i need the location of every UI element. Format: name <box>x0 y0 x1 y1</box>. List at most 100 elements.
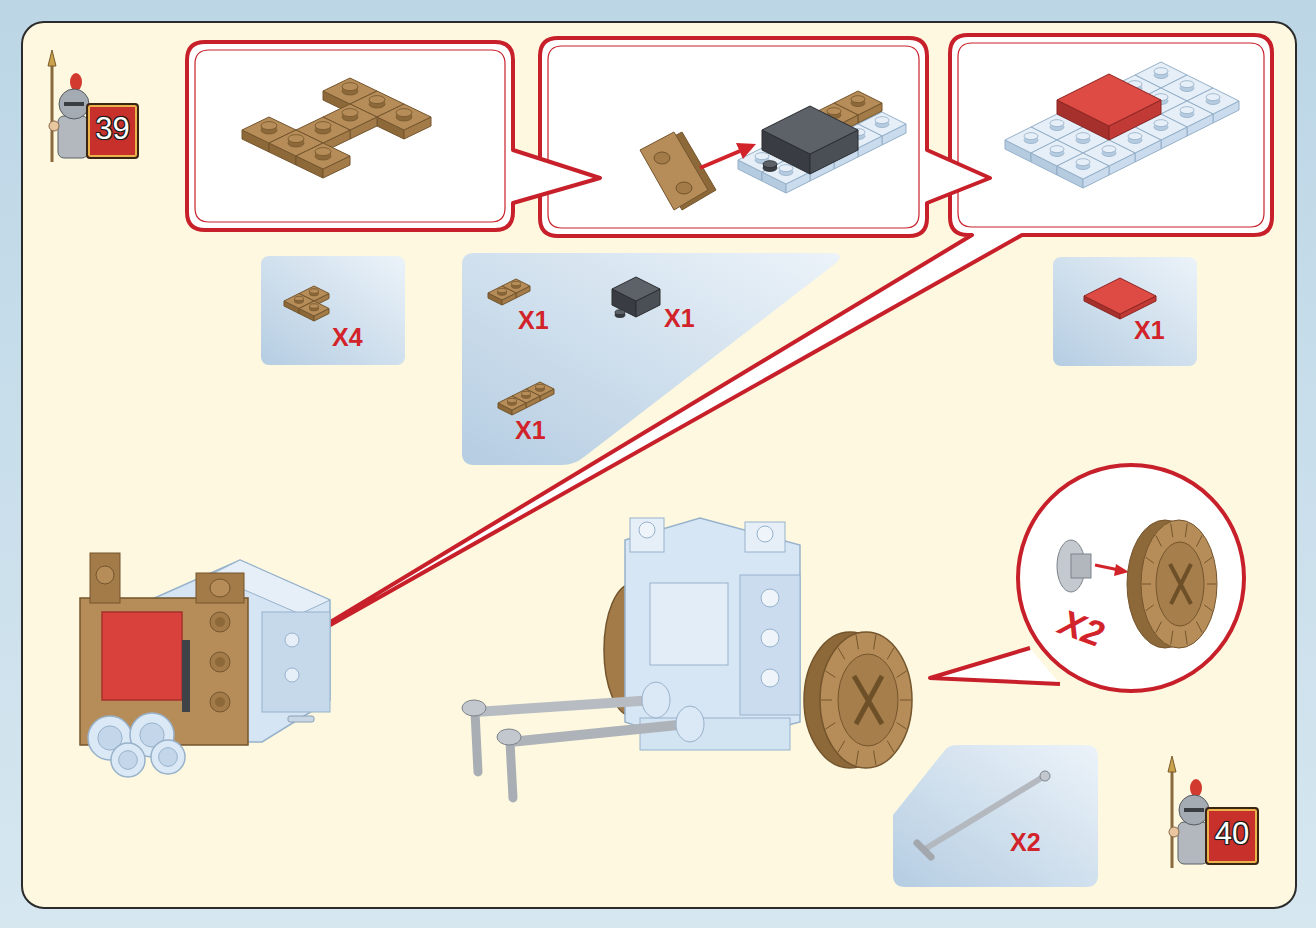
stud-top <box>1076 159 1090 166</box>
stud-top <box>261 122 277 130</box>
stud-top <box>1128 133 1142 140</box>
stud <box>96 566 114 584</box>
brick-top <box>762 106 858 154</box>
lever-handle <box>475 712 478 772</box>
wheel-ridge <box>821 700 832 701</box>
stud-top <box>310 304 319 309</box>
stud <box>285 633 299 647</box>
brick-top <box>1057 153 1109 179</box>
wheel <box>1141 520 1217 648</box>
arrow-head <box>736 143 756 159</box>
lever-sleeve <box>676 706 704 742</box>
wheel-ridge <box>897 723 907 730</box>
callout-inner-line <box>195 50 505 222</box>
knight-plume <box>1190 779 1202 797</box>
wheel-hub <box>1156 542 1204 626</box>
parts-panel: X2 <box>893 745 1098 887</box>
stud <box>210 612 230 632</box>
wheel-ridge <box>1204 557 1212 563</box>
stud-top <box>498 288 507 293</box>
step-number-badge: 39 <box>86 103 139 159</box>
callout-inner-line <box>548 46 919 228</box>
helmet-slit <box>1184 808 1204 812</box>
brick-top <box>1084 278 1156 314</box>
wheel-ridge <box>1185 524 1187 538</box>
stud <box>761 669 779 687</box>
stud-top <box>1050 146 1064 153</box>
tan-post <box>196 573 244 603</box>
lever-knob <box>1040 771 1050 781</box>
callout-inner-line <box>958 43 1264 227</box>
knight-hand <box>1169 827 1179 837</box>
wheel-ridge <box>1207 584 1216 585</box>
callout-circle: X2 <box>1015 458 1247 698</box>
shape-outline <box>893 745 1098 887</box>
parts-panel-shape <box>462 253 840 465</box>
stud-top <box>1154 120 1168 127</box>
wheel-ridge <box>838 741 845 753</box>
knight-hand <box>49 121 59 131</box>
round-brick-hole <box>159 748 178 767</box>
wheel-ridge <box>887 741 894 753</box>
red-tile <box>102 612 182 700</box>
stud-top <box>1180 107 1194 114</box>
knight-plume <box>70 73 82 91</box>
wheel-ridge <box>1196 622 1202 633</box>
stud-top <box>1206 94 1220 101</box>
wheel-ridge <box>1185 631 1187 645</box>
wheel-ridge <box>856 635 858 650</box>
round-brick-hole <box>119 751 138 770</box>
spear <box>51 64 54 162</box>
wheel-ridge <box>900 700 911 701</box>
stud <box>676 182 692 194</box>
callout-circle-shape <box>1018 465 1244 691</box>
stud <box>757 526 773 542</box>
wheel-ridge <box>874 635 876 650</box>
spear-tip <box>48 50 56 66</box>
wheel-ridge <box>897 671 907 678</box>
wheel-ridge <box>1156 536 1162 547</box>
brick-top <box>299 301 329 316</box>
cart-side <box>740 575 800 715</box>
lever-handle <box>510 742 513 798</box>
tan-post <box>90 553 120 603</box>
parts-panel: X4 <box>260 255 406 366</box>
quantity-label: X1 <box>1134 318 1165 343</box>
quantity-label: X4 <box>332 325 363 350</box>
bracket-edge <box>182 640 190 712</box>
lever-sleeve <box>642 682 670 718</box>
lever-knob <box>497 729 521 745</box>
page-panel <box>22 22 1296 908</box>
helmet-slit <box>64 102 84 106</box>
arrow-head <box>1114 564 1129 576</box>
callout-box <box>187 42 600 230</box>
stud-hole <box>215 657 225 667</box>
stud-top <box>779 165 793 172</box>
wheel-ridge <box>1196 536 1202 547</box>
lever-bar <box>510 724 688 742</box>
cart-block <box>745 522 785 552</box>
stud-top <box>342 109 358 117</box>
stud-top <box>875 117 889 124</box>
stud-top <box>615 310 625 315</box>
stud-top <box>1024 133 1038 140</box>
stud <box>210 652 230 672</box>
plate-face <box>640 132 708 210</box>
wheel-ridge <box>1171 524 1173 538</box>
stud-top <box>1050 120 1064 127</box>
wheel-ridge <box>856 751 858 766</box>
shape-outline <box>1015 458 1247 698</box>
knight-body <box>58 116 88 158</box>
wheel-ridge <box>1142 584 1151 585</box>
stud-top <box>310 289 319 294</box>
brick-top <box>488 286 516 300</box>
stud-top <box>508 398 517 403</box>
round-brick <box>111 743 145 777</box>
callout-pointer <box>930 648 1060 684</box>
wheel-ridge <box>825 723 835 730</box>
stud <box>639 522 655 538</box>
step-number: 39 <box>88 113 137 144</box>
knight-helmet <box>59 89 89 119</box>
lever-bar <box>475 700 655 712</box>
